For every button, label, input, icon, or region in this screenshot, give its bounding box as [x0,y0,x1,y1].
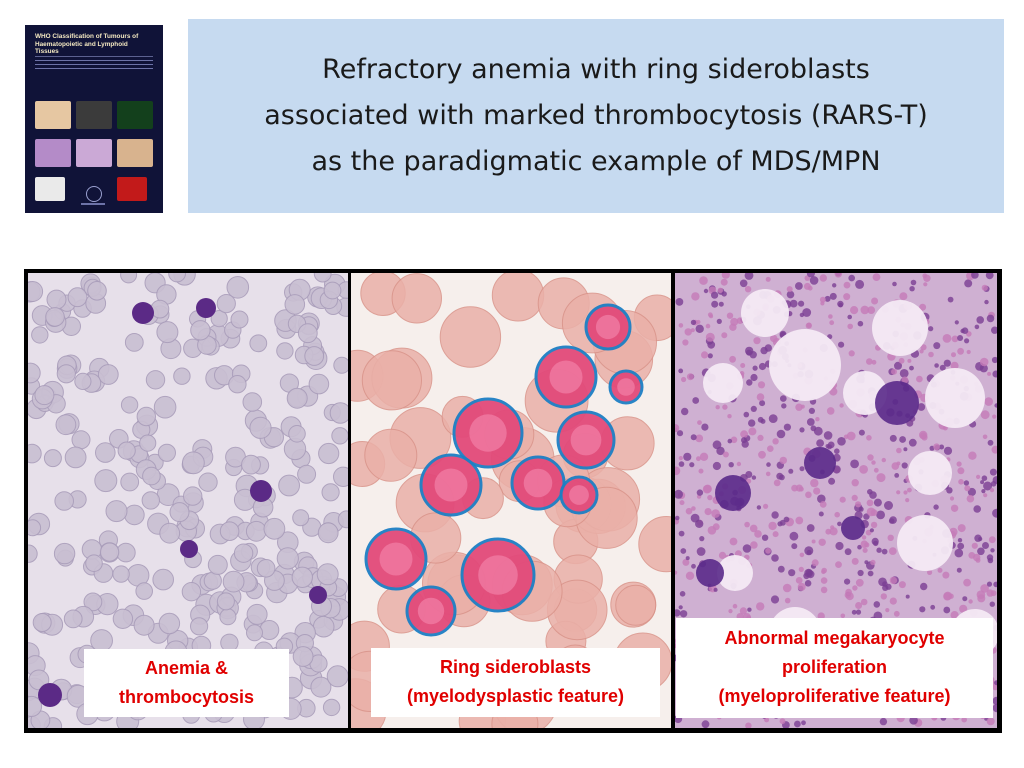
cover-thumb-karyotype [117,177,147,201]
who-logo-icon [86,186,102,202]
publisher-mark [81,203,105,205]
cover-thumb-heart [35,101,71,129]
cover-thumb-marrow [35,139,71,167]
slide-title: Refractory anemia with ring sideroblasts… [264,54,928,177]
caption-anemia-thrombocytosis: Anemia & thrombocytosis [84,649,289,717]
book-cover-authors [35,56,153,77]
cover-thumb-fish [117,101,153,129]
blood-smear-image [28,273,348,728]
caption-ring-sideroblasts: Ring sideroblasts (myelodysplastic featu… [371,648,660,717]
cover-thumb-smear [76,139,112,167]
cover-thumb-scan [76,101,112,129]
title-banner: Refractory anemia with ring sideroblasts… [188,19,1004,213]
book-cover-title: WHO Classification of Tumours of Haemato… [35,33,139,55]
cover-thumb-flow [35,177,65,201]
cover-thumb-tissue [117,139,153,167]
book-cover-image: WHO Classification of Tumours of Haemato… [25,25,163,213]
caption-megakaryocyte-proliferation: Abnormal megakaryocyte proliferation (my… [676,618,993,718]
